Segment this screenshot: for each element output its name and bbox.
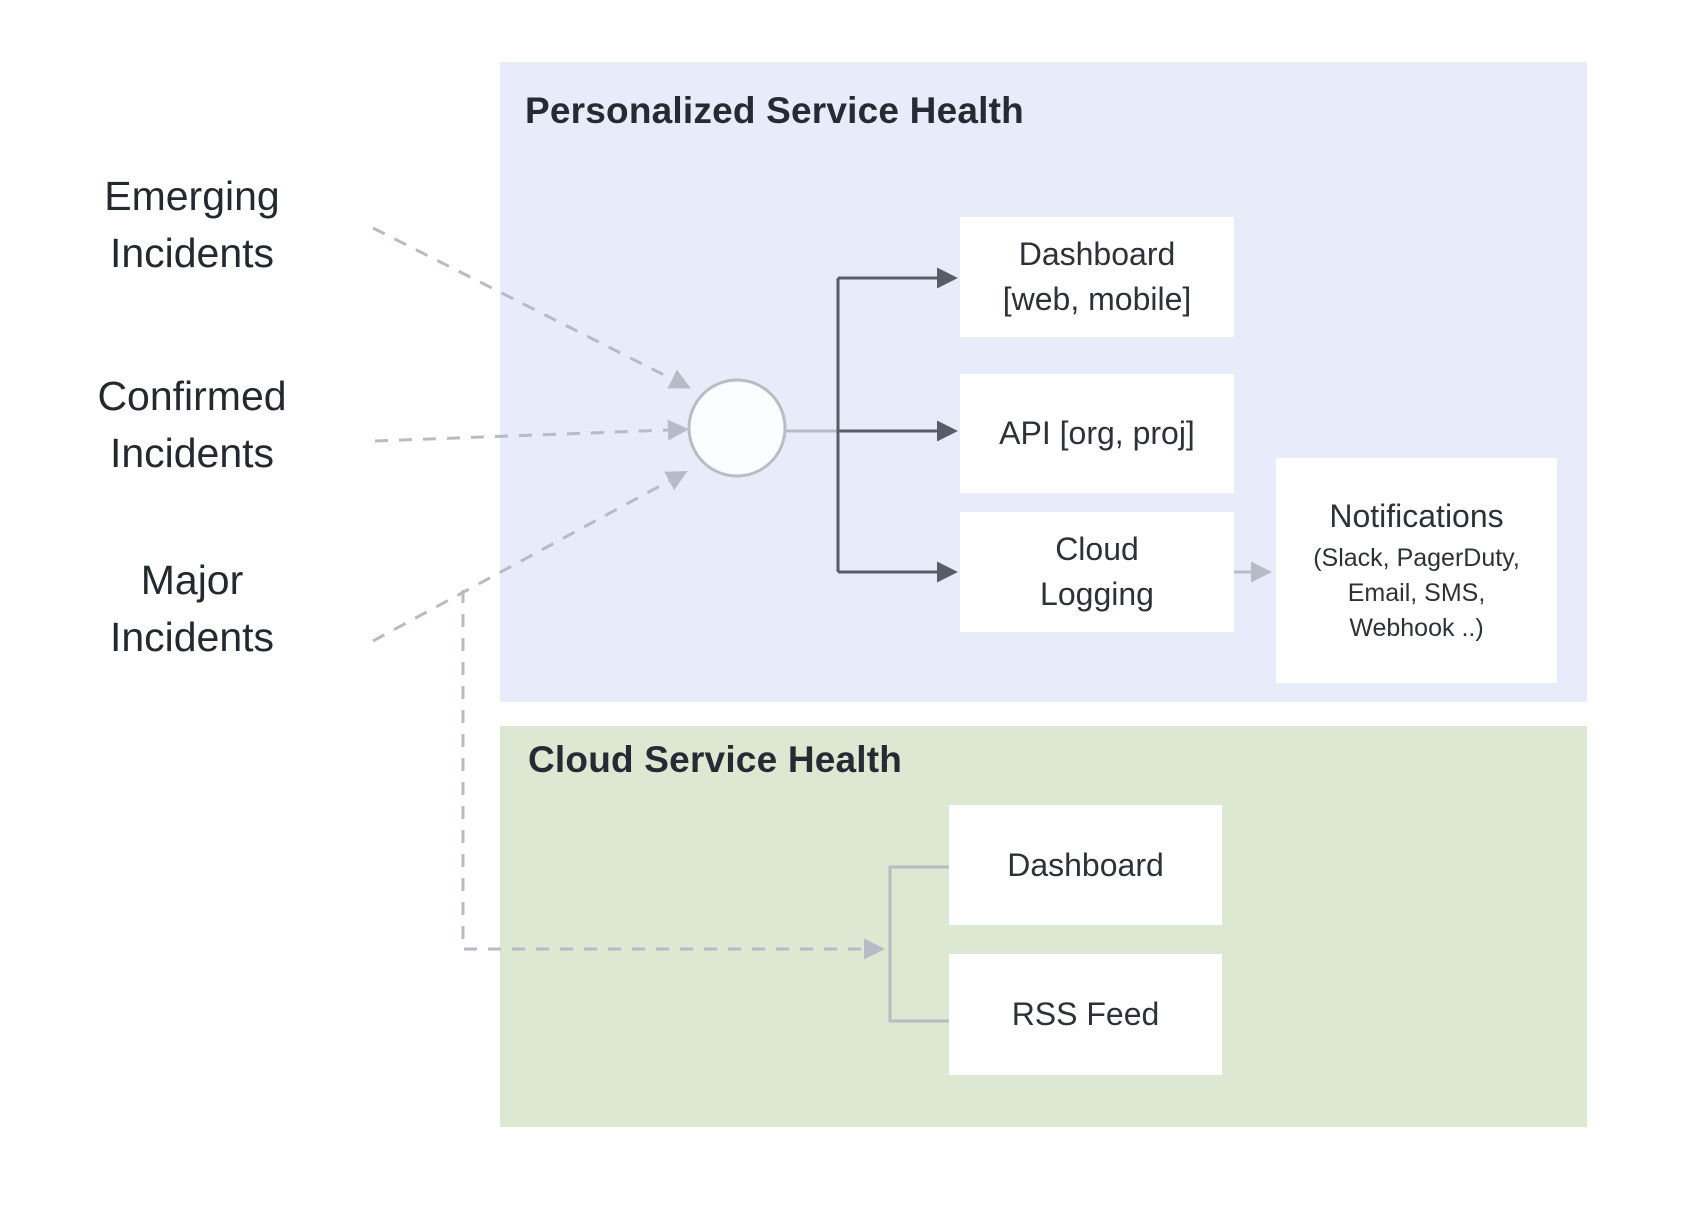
label-line: Incidents (109, 614, 275, 660)
node-cloud-logging: Cloud Logging (960, 512, 1234, 632)
notifications-title: Notifications (1329, 498, 1504, 534)
node-text-line: Logging (1040, 576, 1154, 612)
label-line: Incidents (109, 430, 275, 476)
label-line: Incidents (109, 230, 275, 276)
connector-bracket-cloud-panel (888, 865, 949, 1023)
label-line: Confirmed (97, 373, 287, 419)
hub-node (687, 378, 787, 478)
node-text-line: [web, mobile] (1002, 281, 1192, 317)
label-major-incidents: Major Incidents (52, 552, 332, 666)
node-text-line: RSS Feed (1011, 996, 1160, 1032)
personalized-panel-title: Personalized Service Health (525, 90, 1024, 131)
node-text-line: Dashboard (1007, 846, 1164, 883)
label-confirmed-incidents: Confirmed Incidents (52, 368, 332, 482)
node-notifications: Notifications (Slack, PagerDuty, Email, … (1276, 458, 1557, 683)
node-text-line: Cloud (1055, 531, 1139, 567)
arrow-confirmed-incidents (374, 419, 689, 443)
node-text-line: API [org, proj] (999, 415, 1195, 451)
arrow-emerging-incidents (372, 226, 691, 389)
label-line: Major (140, 557, 244, 603)
label-line: Emerging (104, 173, 280, 219)
cloud-panel-title: Cloud Service Health (528, 739, 903, 780)
node-api-org-proj: API [org, proj] (960, 374, 1234, 493)
notifications-subtitle-line: Email, SMS, (1347, 579, 1486, 607)
node-rss-feed: RSS Feed (949, 954, 1222, 1075)
notifications-subtitle-line: Webhook ..) (1349, 614, 1484, 642)
arrow-major-incidents (372, 471, 688, 643)
label-emerging-incidents: Emerging Incidents (52, 168, 332, 282)
node-dashboard-web-mobile: Dashboard [web, mobile] (960, 217, 1234, 337)
notifications-subtitle-line: (Slack, PagerDuty, (1313, 544, 1520, 572)
node-public-dashboard: Dashboard (949, 805, 1222, 925)
node-text-line: Dashboard (1018, 236, 1176, 272)
arrow-incidents-to-cloud-service-health (461, 590, 885, 960)
